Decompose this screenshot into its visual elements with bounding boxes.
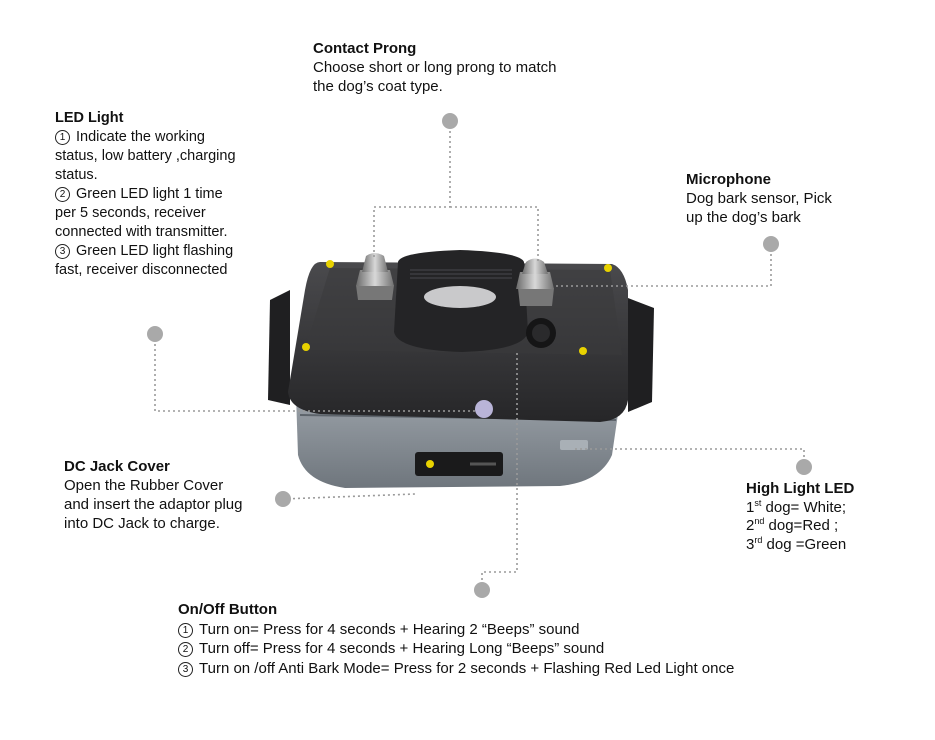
callout-dot [442, 113, 458, 129]
number-circle-icon: 2 [55, 187, 70, 202]
dc-jack-cover-line: into DC Jack to charge. [64, 515, 220, 532]
led-light-title: LED Light [55, 110, 124, 126]
callout-dot [275, 491, 291, 507]
center-pad-sensor [424, 286, 496, 308]
high-light-led-row: 1st dog= White; [746, 497, 846, 516]
high-light-led-row: 2nd dog=Red ; [746, 516, 839, 535]
prong-left [356, 253, 394, 300]
callout-dot [763, 236, 779, 252]
contact-prong-line: Choose short or long prong to match [313, 59, 557, 76]
onoff-button-title: On/Off Button [178, 601, 278, 618]
contact-prong-title: Contact Prong [313, 40, 417, 57]
strap-left [268, 290, 290, 405]
led-light-line: connected with transmitter. [55, 224, 228, 240]
prong-right [516, 258, 554, 306]
dc-jack-cover-line: Open the Rubber Cover [64, 477, 224, 494]
number-circle-icon: 3 [178, 661, 193, 677]
led-light-line: per 5 seconds, receiver [55, 205, 206, 221]
number-circle-icon: 1 [55, 130, 70, 145]
high-light-led-row: 3rd dog =Green [746, 534, 847, 553]
callout-dot [147, 326, 163, 342]
led-light-line: status, low battery ,charging [55, 148, 236, 164]
screw [579, 347, 587, 355]
dc-jack-cover [415, 452, 503, 476]
callout-dot [796, 459, 812, 475]
microphone-title: Microphone [686, 171, 771, 188]
number-circle-icon: 2 [178, 642, 193, 657]
callout-dot [474, 582, 490, 598]
high-light-led-title: High Light LED [746, 480, 855, 497]
contact-prong-callout: Contact Prong Choose short or long prong… [313, 39, 556, 96]
screw [302, 343, 310, 351]
number-circle-icon: 3 [55, 244, 70, 259]
high-light-led [560, 440, 588, 450]
screw [604, 264, 612, 272]
contact-prong-line: the dog’s coat type. [313, 78, 443, 95]
dc-jack-cover-callout: DC Jack Cover Open the Rubber Cover and … [64, 457, 242, 533]
microphone-callout: Microphone Dog bark sensor, Pick up the … [686, 170, 832, 227]
led-light [475, 400, 493, 418]
high-light-led-callout: High Light LED 1st dog= White; 2nd dog=R… [746, 480, 854, 554]
screw [326, 260, 334, 268]
led-light-line: status. [55, 167, 98, 183]
microphone-line: up the dog’s bark [686, 209, 801, 226]
led-light-line: fast, receiver disconnected [55, 262, 228, 278]
dc-jack-cover-title: DC Jack Cover [64, 458, 170, 475]
strap-right [628, 298, 654, 412]
center-pad-ridges [410, 269, 512, 279]
dc-jack-cover-line: and insert the adaptor plug [64, 496, 243, 513]
number-circle-icon: 1 [178, 622, 193, 638]
microphone-line: Dog bark sensor, Pick [686, 190, 832, 207]
